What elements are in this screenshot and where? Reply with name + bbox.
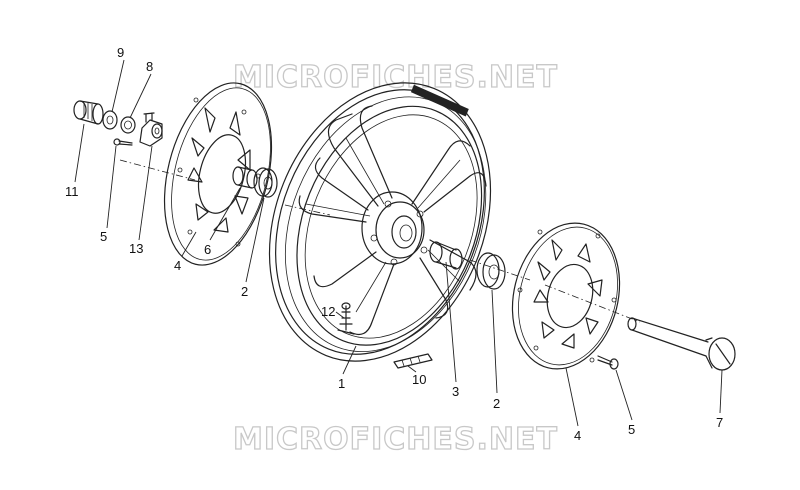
part-5-screw-left <box>113 138 133 146</box>
part-4-brake-disc-right <box>511 222 621 370</box>
callout-4-right: 4 <box>574 428 581 443</box>
part-13-speedometer-drive <box>139 112 163 147</box>
callout-12: 12 <box>321 304 335 319</box>
part-7-axle <box>627 317 736 371</box>
part-8-washer <box>120 116 136 134</box>
callout-1: 1 <box>338 376 345 391</box>
part-2-bearing-left <box>253 167 278 198</box>
part-11-nut <box>73 100 104 125</box>
callout-10: 10 <box>412 372 426 387</box>
callout-7: 7 <box>716 415 723 430</box>
part-5-screw-right <box>597 355 619 370</box>
callout-6: 6 <box>204 242 211 257</box>
part-3-spacer <box>429 241 463 270</box>
leader-lines <box>74 59 723 427</box>
watermark-bottom: MICROFICHES.NET <box>233 422 558 457</box>
callout-9: 9 <box>117 45 124 60</box>
part-6-spacer <box>232 166 258 189</box>
callout-13: 13 <box>129 241 143 256</box>
callout-5-left: 5 <box>100 229 107 244</box>
part-12-valve <box>337 302 355 335</box>
part-2-bearing-right <box>476 252 506 290</box>
part-10-balance-weight <box>393 353 433 369</box>
callout-3: 3 <box>452 384 459 399</box>
part-1-wheel <box>268 82 492 362</box>
callout-11: 11 <box>65 184 79 199</box>
callout-8: 8 <box>146 59 153 74</box>
callout-2-left: 2 <box>241 284 248 299</box>
part-9-washer <box>102 110 118 130</box>
callout-4-left: 4 <box>174 258 181 273</box>
watermark-top: MICROFICHES.NET <box>233 60 558 95</box>
part-4-brake-disc-left <box>163 82 273 266</box>
callout-2-right: 2 <box>493 396 500 411</box>
callout-5-right: 5 <box>628 422 635 437</box>
